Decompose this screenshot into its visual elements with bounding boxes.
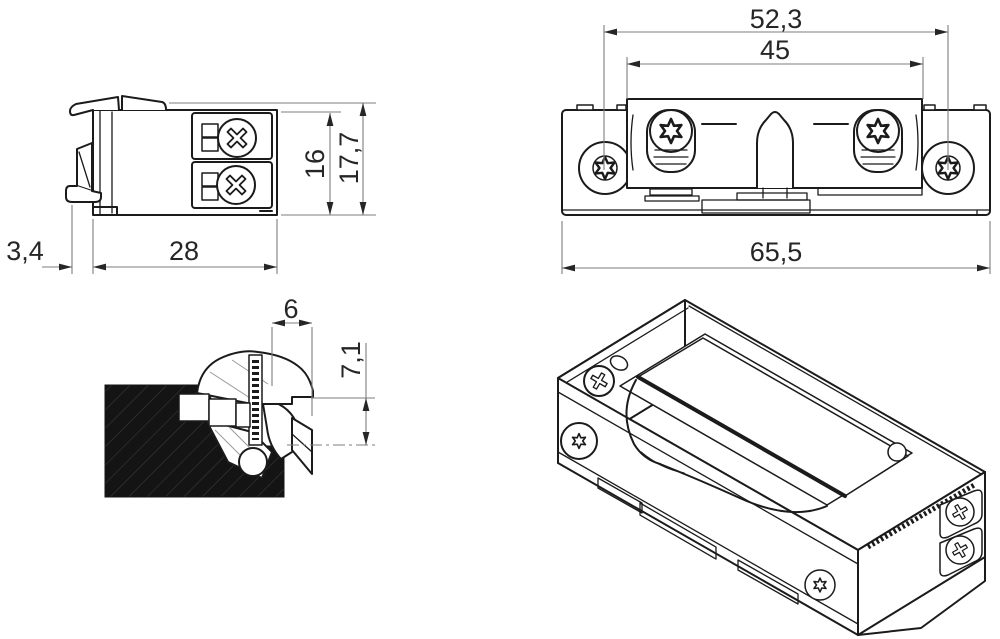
view-side: 3,4 28 16 17,7 [6, 95, 376, 274]
plan-body-screw-left [646, 109, 696, 173]
view-plan: 52,3 45 65,5 [561, 4, 991, 274]
iso-terminal-block [857, 471, 986, 636]
terminal-clamp-top [201, 123, 219, 152]
terminal-clamp-bottom [201, 172, 219, 201]
iso-terminal-screw-top [945, 497, 975, 527]
dim-label-overall-height: 17,7 [334, 132, 364, 185]
iso-front-screw [804, 569, 836, 601]
iso-left-end-screw [560, 422, 598, 460]
dim-label-inner-height: 16 [300, 149, 330, 179]
terminal-screw-bottom [216, 165, 256, 205]
iso-faceplate-details [583, 355, 978, 550]
dim-label-overall-length: 65,5 [750, 237, 803, 267]
side-dimensions: 3,4 28 16 17,7 [6, 102, 376, 274]
dim-label-body-length: 45 [760, 35, 790, 65]
dimension-inner-height: 16 [281, 111, 341, 215]
dimension-body-length: 45 [626, 35, 924, 99]
section-dimensions: 6 7,1 [271, 294, 375, 446]
dimension-latch-offset: 3,4 [6, 205, 73, 274]
dimension-screw-spacing: 52,3 [603, 4, 949, 170]
section-strike-lip [291, 417, 313, 475]
dim-label-lip-width: 6 [283, 294, 298, 324]
dim-label-latch-offset: 3,4 [6, 236, 44, 266]
plan-keeper [756, 111, 794, 199]
section-latch-mechanism [178, 350, 314, 479]
dimension-lip-width: 6 [271, 294, 313, 416]
iso-body-hole [887, 442, 907, 462]
dimension-body-depth: 28 [92, 219, 278, 274]
plan-faceplate-screw-left [578, 141, 632, 195]
view-section: 6 7,1 [104, 294, 375, 498]
iso-latch-cavity [619, 333, 913, 514]
iso-faceplate-screw [583, 365, 615, 397]
iso-faceplate-hole [609, 355, 629, 371]
plan-dimensions: 52,3 45 65,5 [561, 4, 991, 274]
section-pivot-pin [238, 447, 268, 477]
dim-label-lip-depth: 7,1 [336, 341, 366, 379]
iso-front-details [597, 477, 836, 605]
dimension-overall-height: 17,7 [169, 102, 376, 216]
terminal-screw-top [217, 118, 257, 158]
side-terminal-block [191, 112, 273, 209]
plan-body-screw-right [853, 109, 903, 173]
dimension-lip-depth: 7,1 [287, 341, 375, 446]
iso-terminal-screw-bottom [945, 535, 975, 565]
view-isometric [557, 299, 986, 636]
dimension-overall-length: 65,5 [561, 221, 991, 274]
dim-label-screw-spacing: 52,3 [750, 4, 803, 34]
dim-label-body-depth: 28 [169, 236, 199, 266]
